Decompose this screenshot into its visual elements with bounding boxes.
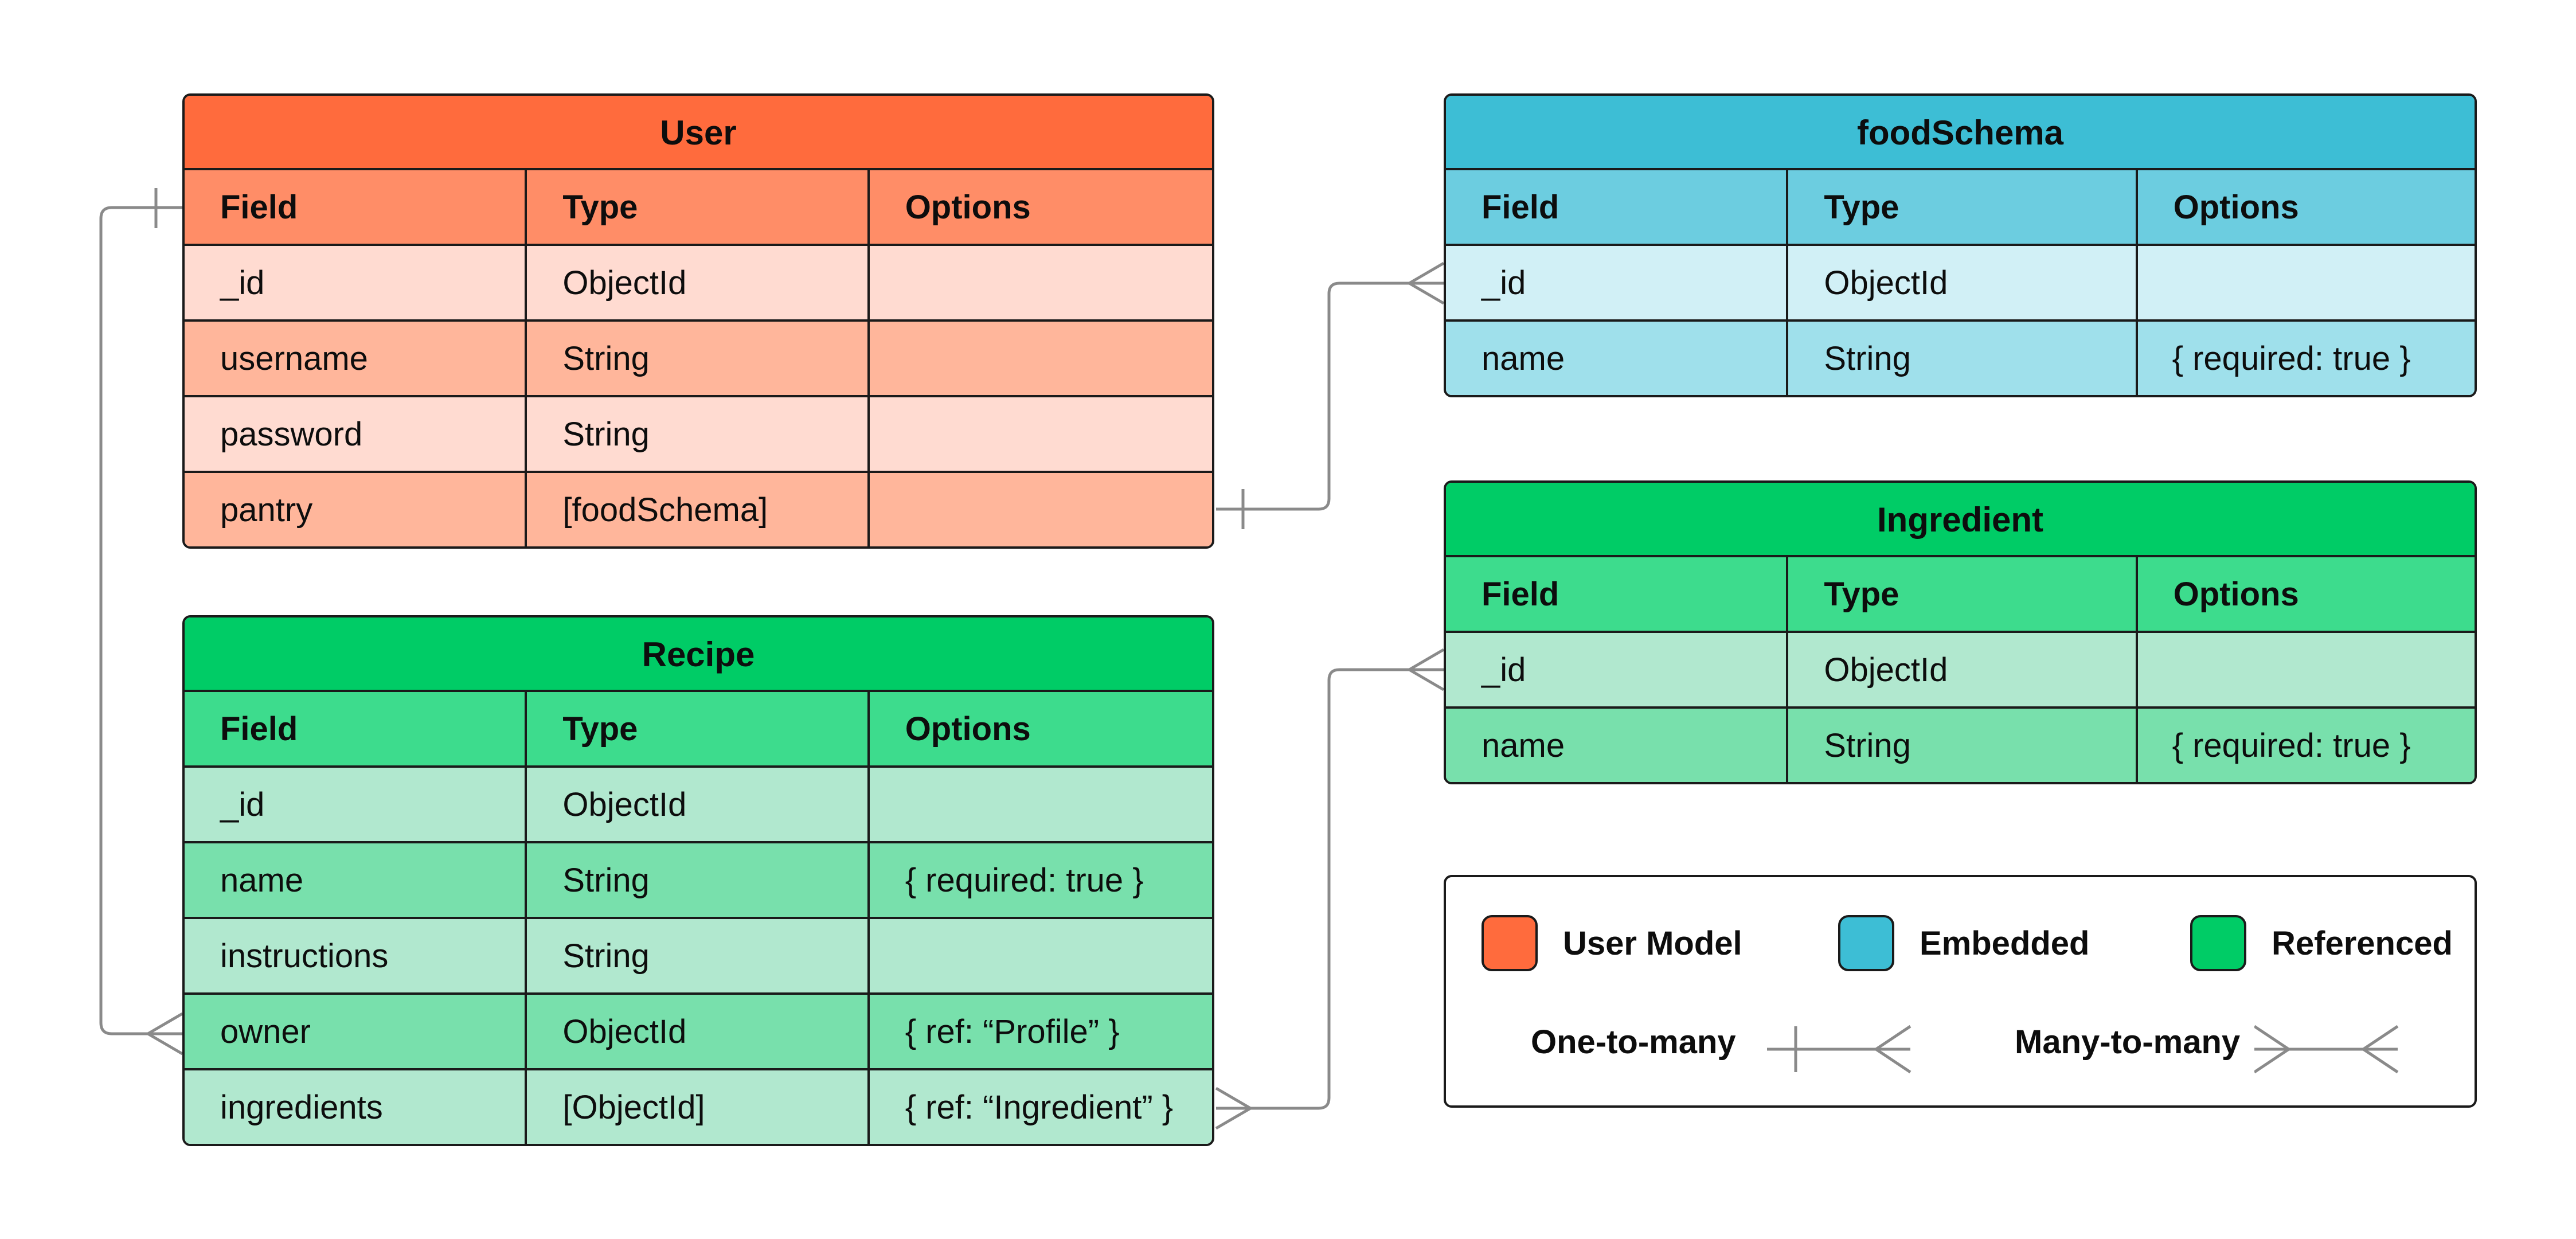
column-header-type: Type [527, 170, 870, 244]
table-row: name String { required: true } [1446, 709, 2475, 782]
field-cell: instructions [185, 919, 527, 992]
column-header-options: Options [2173, 188, 2299, 226]
entity-foodschema: foodSchema Field Type Options _id Object… [1444, 93, 2477, 397]
table-row: owner ObjectId { ref: “Profile” } [185, 995, 1212, 1070]
type-cell: String [527, 919, 870, 992]
options-cell: { required: true } [905, 861, 1144, 899]
type-cell: String [527, 843, 870, 917]
field-cell: name [1446, 709, 1789, 782]
options-cell [870, 246, 1212, 319]
options-cell [870, 322, 1212, 395]
field-cell: username [185, 322, 527, 395]
table-row: _id ObjectId [1446, 246, 2475, 322]
column-header-options: Options [905, 188, 1031, 226]
table-row: ingredients [ObjectId] { ref: “Ingredien… [185, 1070, 1212, 1144]
entity-user: User Field Type Options _id ObjectId use… [182, 93, 1214, 549]
field-cell: ingredients [185, 1070, 527, 1144]
type-cell: String [1788, 322, 2138, 395]
column-header-field: Field [185, 170, 527, 244]
legend-item-embedded: Embedded [1838, 915, 2090, 971]
options-cell: { ref: “Ingredient” } [905, 1088, 1174, 1126]
table-row: _id ObjectId [185, 246, 1212, 322]
many-to-many-icon [2254, 1025, 2399, 1074]
options-cell [2138, 246, 2475, 319]
legend-label: User Model [1563, 924, 1742, 962]
header-row: Field Type Options [185, 170, 1212, 246]
column-header-type: Type [1788, 557, 2138, 631]
column-header-type: Type [527, 692, 870, 765]
type-cell: [foodSchema] [527, 473, 870, 546]
type-cell: ObjectId [1788, 246, 2138, 319]
column-header-options: Options [2173, 575, 2299, 613]
table-row: _id ObjectId [185, 768, 1212, 843]
table-row: password String [185, 397, 1212, 473]
table-row: name String { required: true } [1446, 322, 2475, 395]
field-cell: name [1446, 322, 1789, 395]
type-cell: ObjectId [527, 768, 870, 841]
options-cell: { required: true } [2172, 726, 2411, 764]
options-cell [2138, 633, 2475, 706]
many-marker-ingredient [1408, 648, 1445, 691]
header-row: Field Type Options [1446, 170, 2475, 246]
column-header-type: Type [1788, 170, 2138, 244]
legend-item-referenced: Referenced [2190, 915, 2453, 971]
field-cell: name [185, 843, 527, 917]
embedded-swatch [1838, 915, 1894, 971]
one-to-many-icon [1767, 1025, 1912, 1074]
field-cell: password [185, 397, 527, 471]
column-header-field: Field [1446, 170, 1789, 244]
entity-title: foodSchema [1446, 96, 2475, 170]
column-header-field: Field [1446, 557, 1789, 631]
options-cell [870, 473, 1212, 546]
field-cell: owner [185, 995, 527, 1068]
type-cell: String [527, 397, 870, 471]
table-row: instructions String [185, 919, 1212, 995]
many-marker-recipe-owner [147, 1012, 183, 1056]
column-header-options: Options [905, 710, 1031, 748]
referenced-swatch [2190, 915, 2246, 971]
table-row: _id ObjectId [1446, 633, 2475, 709]
entity-title: Ingredient [1446, 483, 2475, 557]
options-cell [870, 768, 1212, 841]
many-marker-recipe-ingredients [1215, 1086, 1253, 1130]
legend: User Model Embedded Referenced One-to-ma… [1444, 875, 2477, 1108]
type-cell: ObjectId [1788, 633, 2138, 706]
type-cell: String [527, 322, 870, 395]
options-cell: { required: true } [2172, 339, 2411, 377]
table-row: username String [185, 322, 1212, 397]
field-cell: _id [1446, 246, 1789, 319]
type-cell: ObjectId [527, 995, 870, 1068]
field-cell: _id [185, 246, 527, 319]
entity-ingredient: Ingredient Field Type Options _id Object… [1444, 480, 2477, 784]
user-model-swatch [1482, 915, 1538, 971]
entity-title: User [185, 96, 1212, 170]
legend-label-one-to-many: One-to-many [1531, 1023, 1736, 1061]
field-cell: pantry [185, 473, 527, 546]
options-cell [870, 397, 1212, 471]
options-cell: { ref: “Profile” } [905, 1013, 1120, 1050]
header-row: Field Type Options [185, 692, 1212, 768]
connector-pantry-foodschema [1216, 282, 1444, 511]
connector-user-recipe-owner [99, 206, 182, 1035]
entity-recipe: Recipe Field Type Options _id ObjectId n… [182, 615, 1214, 1146]
many-marker-foodschema [1408, 261, 1445, 305]
column-header-field: Field [185, 692, 527, 765]
legend-label: Referenced [2272, 924, 2453, 962]
table-row: name String { required: true } [185, 843, 1212, 919]
entity-title: Recipe [185, 617, 1212, 692]
type-cell: [ObjectId] [527, 1070, 870, 1144]
legend-label: Embedded [1920, 924, 2090, 962]
header-row: Field Type Options [1446, 557, 2475, 633]
field-cell: _id [1446, 633, 1789, 706]
options-cell [870, 919, 1212, 992]
type-cell: ObjectId [527, 246, 870, 319]
legend-label-many-to-many: Many-to-many [2015, 1023, 2241, 1061]
connector-ingredients-ingredient [1216, 668, 1444, 1110]
type-cell: String [1788, 709, 2138, 782]
legend-item-user-model: User Model [1482, 915, 1742, 971]
table-row: pantry [foodSchema] [185, 473, 1212, 546]
field-cell: _id [185, 768, 527, 841]
